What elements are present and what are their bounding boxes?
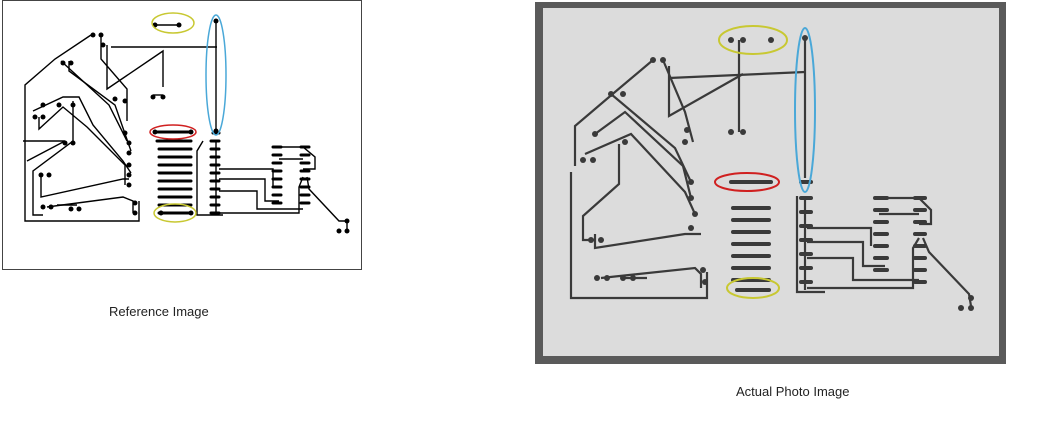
photo-traces <box>569 38 973 307</box>
photo-caption: Actual Photo Image <box>736 384 850 399</box>
photo-pcb-drawing <box>543 8 999 356</box>
photo-highlight-red <box>714 172 780 192</box>
photo-highlight-yellow-bottom <box>726 277 780 299</box>
photo-pad-rows <box>729 180 927 292</box>
ref-highlight-yellow-bottom <box>153 203 197 223</box>
ref-highlight-blue <box>205 14 227 136</box>
photo-pads <box>580 35 974 311</box>
reference-pad-rows <box>155 130 311 215</box>
reference-pcb-drawing <box>23 12 350 234</box>
ref-highlight-red <box>149 124 197 140</box>
reference-traces <box>23 21 348 231</box>
reference-image <box>2 0 362 270</box>
ref-highlight-yellow-top <box>151 12 195 34</box>
photo-highlight-blue <box>794 27 816 193</box>
photo-highlight-yellow-top <box>718 25 788 55</box>
reference-pads <box>32 18 350 234</box>
reference-caption: Reference Image <box>109 304 209 319</box>
actual-photo-image <box>535 2 1006 364</box>
